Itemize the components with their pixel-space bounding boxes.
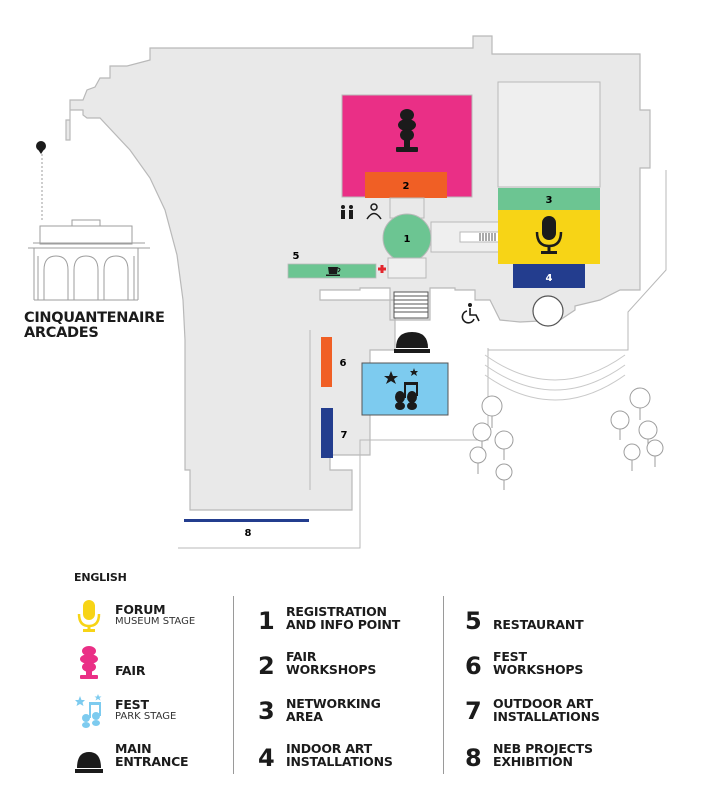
entrance-dome-icon (394, 332, 430, 353)
zone-3-area (498, 188, 600, 210)
entrance-dome-icon (75, 752, 103, 773)
legend-fair-label: FAIR (115, 663, 146, 678)
entrance-stairs (393, 291, 429, 319)
legend-item-8-line1: NEB PROJECTS (493, 741, 593, 756)
legend-item-4-line1: INDOOR ART (286, 741, 372, 756)
legend-forum-sublabel: MUSEUM STAGE (115, 616, 196, 627)
entrance-hall (387, 257, 427, 279)
zone-7-area (321, 408, 333, 458)
legend-item-2-line1: FAIR (286, 649, 317, 664)
garden-arc (484, 354, 626, 401)
legend-item-7-line2: INSTALLATIONS (493, 709, 600, 724)
zone-3-number: 3 (546, 195, 553, 206)
legend-item-5: RESTAURANT (493, 617, 584, 632)
legend-item-1-line1: REGISTRATION (286, 604, 387, 619)
legend-number-7: 7 (465, 697, 482, 725)
info-person-icon (366, 203, 382, 220)
first-aid-cross-icon (378, 265, 386, 273)
legend-forum: FORUM MUSEUM STAGE (115, 603, 195, 628)
music-notes-icon (75, 694, 102, 728)
legend-item-3: NETWORKING AREA (286, 697, 381, 723)
legend-title: ENGLISH (74, 571, 127, 584)
legend-item-6-line1: FEST (493, 649, 527, 664)
legend-item-7-line1: OUTDOOR ART (493, 696, 593, 711)
music-notes-icon (384, 368, 418, 410)
zone-7-number: 7 (341, 430, 348, 441)
legend-number-3: 3 (258, 697, 275, 725)
legend-number-6: 6 (465, 652, 482, 680)
legend-main-entrance: MAIN ENTRANCE (115, 741, 189, 769)
legend-divider-2 (443, 596, 444, 774)
legend-item-8-line2: EXHIBITION (493, 754, 573, 769)
zone-4-number: 4 (546, 273, 553, 284)
legend-main-entrance-line2: ENTRANCE (115, 754, 189, 769)
legend-item-6: FEST WORKSHOPS (493, 650, 583, 676)
legend-item-7: OUTDOOR ART INSTALLATIONS (493, 697, 600, 723)
legend-item-1-line2: AND INFO POINT (286, 617, 401, 632)
zone-2-number: 2 (403, 181, 410, 192)
zone-6-number: 6 (340, 358, 347, 369)
zone-8-area (184, 519, 309, 522)
zone-2-area (365, 172, 447, 198)
legend-fair: FAIR (115, 664, 145, 677)
zone-8-number: 8 (245, 528, 252, 539)
legend-forum-label: FORUM (115, 602, 166, 617)
east-wing-hall (497, 81, 601, 188)
legend-item-5-line1: RESTAURANT (493, 617, 584, 632)
legend-fest-sublabel: PARK STAGE (115, 711, 177, 722)
legend-divider-1 (233, 596, 234, 774)
legend-number-5: 5 (465, 607, 482, 635)
legend-item-6-line2: WORKSHOPS (493, 662, 584, 677)
arcades-building (28, 219, 150, 301)
arcades-label: CINQUANTENAIRE ARCADES (24, 311, 184, 341)
legend-item-2-line2: WORKSHOPS (286, 662, 377, 677)
legend-item-4-line2: INSTALLATIONS (286, 754, 393, 769)
legend-fest: FEST PARK STAGE (115, 698, 176, 723)
zone-5-number: 5 (293, 251, 300, 262)
museum-figure-icon (80, 646, 98, 679)
zone-1-number: 1 (404, 234, 411, 245)
microphone-icon (535, 216, 563, 254)
legend-main-entrance-line1: MAIN (115, 741, 152, 756)
apse-circle (532, 295, 564, 327)
legend-item-3-line2: AREA (286, 709, 323, 724)
arcades-label-line1: CINQUANTENAIRE (24, 310, 165, 326)
zone-4-area (513, 264, 585, 288)
legend-item-2: FAIR WORKSHOPS (286, 650, 376, 676)
legend-number-1: 1 (258, 607, 275, 635)
zone-6-area (321, 337, 332, 387)
legend-fest-label: FEST (115, 697, 149, 712)
legend-number-2: 2 (258, 652, 275, 680)
legend-item-4: INDOOR ART INSTALLATIONS (286, 742, 393, 768)
toilet-icon (341, 205, 353, 219)
microphone-icon (77, 600, 101, 632)
legend-number-8: 8 (465, 744, 482, 772)
wheelchair-icon (461, 303, 480, 324)
stairs-connector (479, 233, 496, 241)
museum-figure-icon (396, 109, 418, 152)
arcades-label-line2: ARCADES (24, 325, 99, 341)
venue-map: 2 1 3 4 5 (28, 35, 667, 549)
coffee-cup-icon (326, 267, 341, 276)
legend-number-4: 4 (258, 744, 275, 772)
map-pin-icon (36, 141, 46, 154)
tree-icon (469, 387, 664, 490)
legend-item-8: NEB PROJECTS EXHIBITION (493, 742, 593, 768)
legend-item-3-line1: NETWORKING (286, 696, 381, 711)
legend-item-1: REGISTRATION AND INFO POINT (286, 605, 400, 631)
